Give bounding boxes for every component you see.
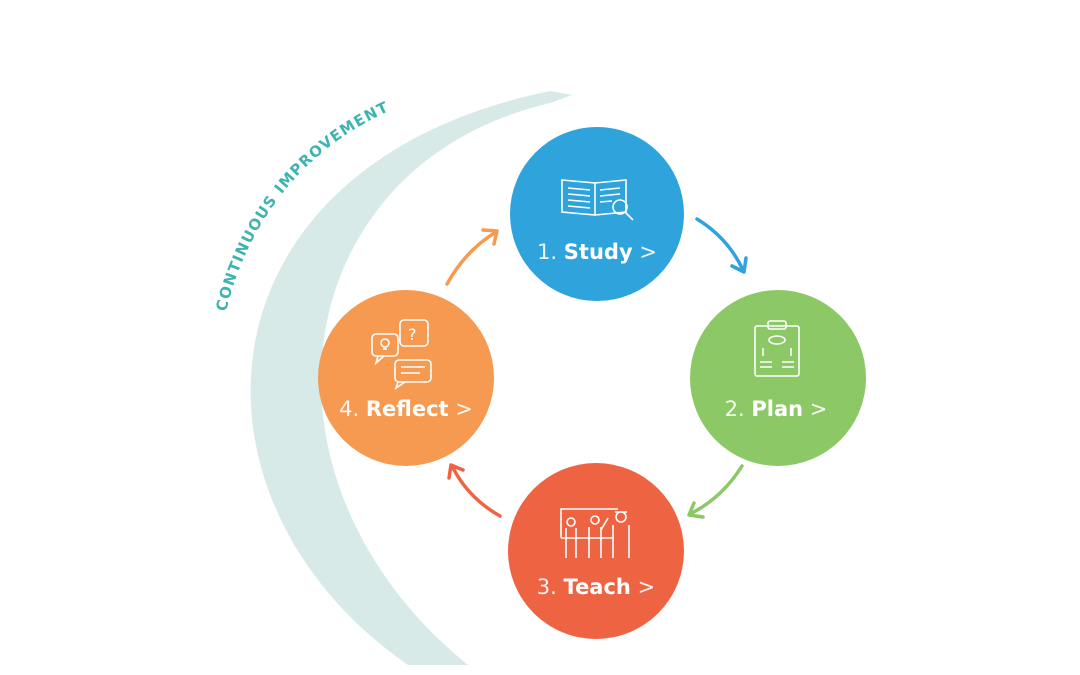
step-study[interactable]: 1. Study > bbox=[510, 127, 684, 301]
arrow-study-to-plan bbox=[695, 217, 748, 274]
book-magnifier-icon bbox=[561, 179, 634, 221]
arrow-teach-to-reflect bbox=[447, 463, 502, 518]
step-study-label: 1. Study > bbox=[537, 240, 657, 264]
speech-bubbles-icon: ? bbox=[371, 319, 432, 390]
arrow-plan-to-teach bbox=[687, 464, 744, 519]
svg-text:?: ? bbox=[408, 325, 417, 344]
arrow-reflect-to-study bbox=[445, 228, 499, 286]
step-reflect[interactable]: ? 4. Reflect > bbox=[318, 290, 494, 466]
classroom-icon bbox=[560, 508, 630, 558]
step-teach[interactable]: 3. Teach > bbox=[508, 463, 684, 639]
continuous-improvement-arc bbox=[250, 91, 572, 665]
step-teach-label: 3. Teach > bbox=[537, 575, 655, 599]
clipboard-icon bbox=[754, 320, 800, 377]
step-reflect-label: 4. Reflect > bbox=[339, 397, 473, 421]
step-plan-label: 2. Plan > bbox=[725, 397, 828, 421]
step-plan[interactable]: 2. Plan > bbox=[690, 290, 866, 466]
